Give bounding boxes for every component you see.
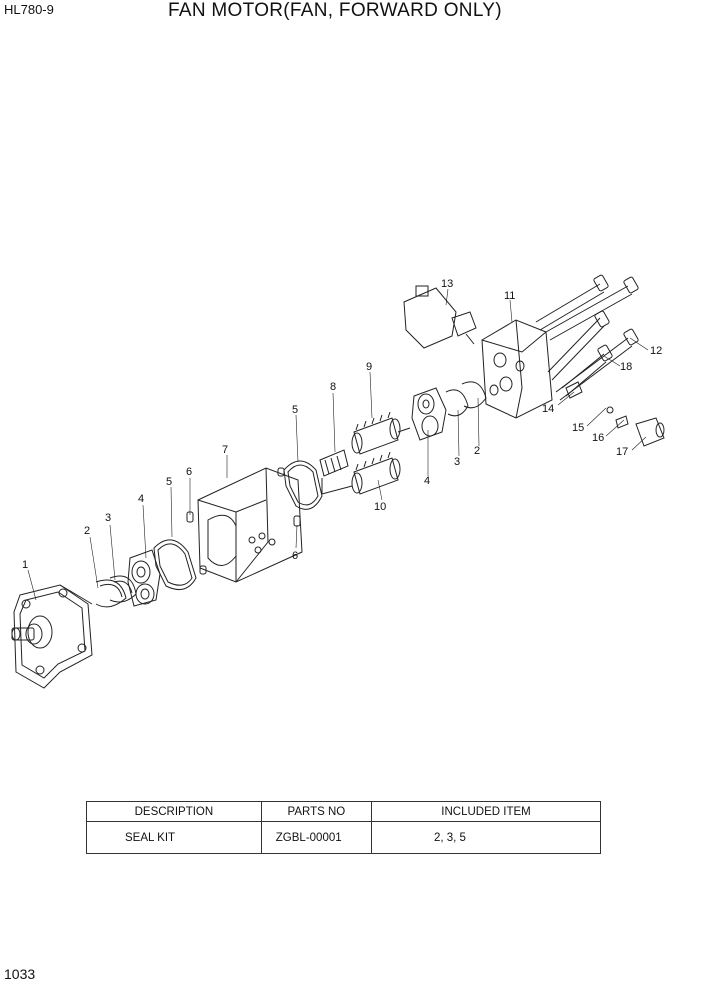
callout-number: 8 <box>330 381 336 393</box>
gear-housing-part <box>197 467 303 583</box>
callout-number: 3 <box>454 456 460 468</box>
column-header-parts-no: PARTS NO <box>260 801 372 822</box>
seal-kit-table: DESCRIPTION PARTS NO INCLUDED ITEM SEAL … <box>86 801 602 854</box>
cell-included-item: 2, 3, 5 <box>370 821 602 854</box>
callout-number: 13 <box>441 278 453 290</box>
column-header-description: DESCRIPTION <box>86 801 262 822</box>
callout-number: 2 <box>474 445 480 457</box>
callout-number: 5 <box>292 404 298 416</box>
front-cover-part <box>11 584 93 689</box>
rear-cover-part <box>481 319 553 419</box>
table-row: SEAL KIT ZGBL-00001 2, 3, 5 <box>86 821 602 854</box>
callout-number: 11 <box>504 290 515 302</box>
solenoid-valve-part <box>403 285 477 349</box>
callout-number: 15 <box>572 422 584 434</box>
cell-parts-no: ZGBL-00001 <box>260 821 372 854</box>
table-header-row: DESCRIPTION PARTS NO INCLUDED ITEM <box>86 801 602 822</box>
dowel-pin-part <box>186 511 194 523</box>
drive-gear-part <box>351 411 411 455</box>
callout-number: 6 <box>186 466 192 478</box>
drive-shaft-part <box>319 449 353 495</box>
callout-number: 5 <box>166 476 172 488</box>
callout-number: 4 <box>138 493 144 505</box>
callout-number: 3 <box>105 512 111 524</box>
fitting-part <box>565 381 665 447</box>
page-title: FAN MOTOR(FAN, FORWARD ONLY) <box>168 0 502 21</box>
gasket-ring-part <box>153 539 197 591</box>
callout-number: 2 <box>84 525 90 537</box>
callout-number: 18 <box>620 361 632 373</box>
driven-gear-part <box>351 451 401 495</box>
callout-number: 6 <box>292 550 298 562</box>
callout-number: 7 <box>222 444 228 456</box>
seal-ring-part <box>95 579 127 608</box>
callout-number: 17 <box>616 446 628 458</box>
column-header-included-item: INCLUDED ITEM <box>370 801 602 822</box>
tie-bolt-part <box>535 274 639 401</box>
cell-description: SEAL KIT <box>86 821 262 854</box>
callout-number: 12 <box>650 345 662 357</box>
page-number: 1033 <box>4 966 36 982</box>
callout-number: 1 <box>22 559 28 571</box>
callout-number: 4 <box>424 475 430 487</box>
callout-number: 9 <box>366 361 372 373</box>
callout-number: 10 <box>374 501 386 513</box>
bearing-block-part <box>127 549 161 607</box>
callout-number: 16 <box>592 432 604 444</box>
model-code: HL780-9 <box>4 2 54 17</box>
callout-number: 14 <box>542 403 554 415</box>
